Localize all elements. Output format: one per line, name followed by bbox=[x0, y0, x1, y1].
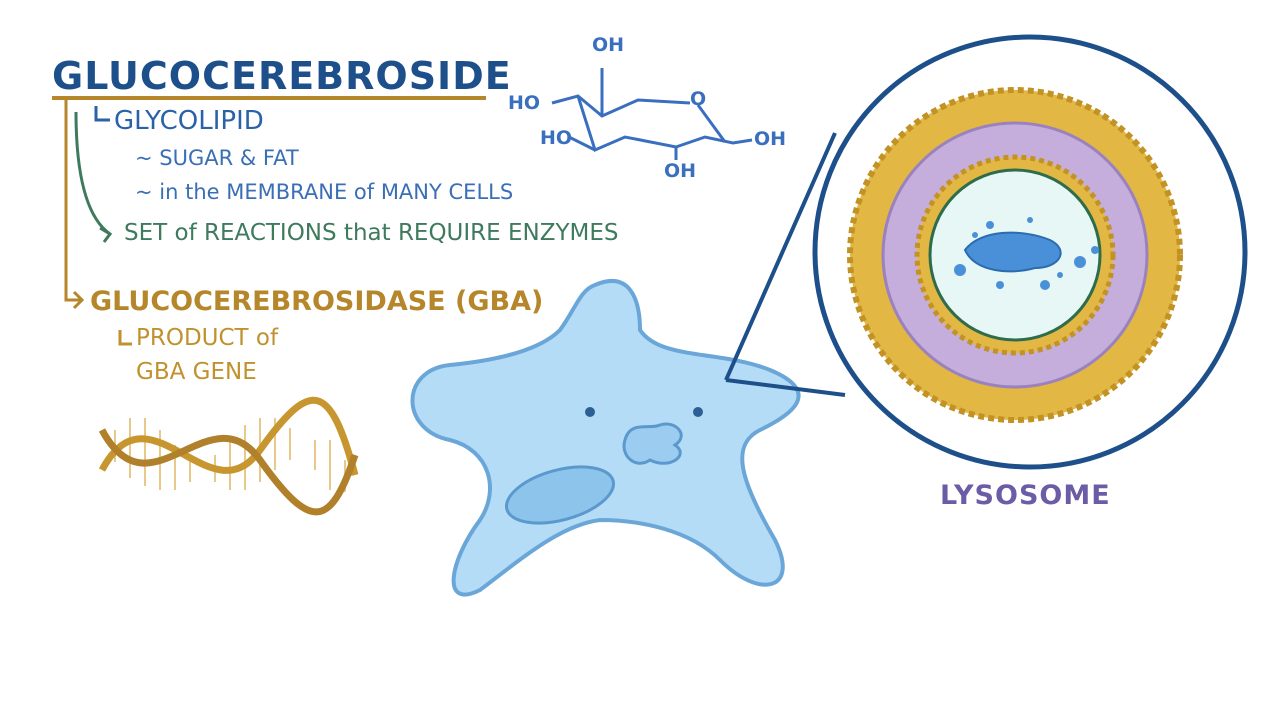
zoom-line-bottom bbox=[725, 378, 846, 397]
mol-ho-left-upper: HO bbox=[508, 92, 541, 114]
enzyme-detail: PRODUCT of bbox=[136, 325, 279, 351]
mol-oh-top: OH bbox=[592, 34, 625, 56]
mol-oh-bottom: OH bbox=[664, 160, 697, 182]
enzyme-heading: GLUCOCEREBROSIDASE (GBA) bbox=[90, 286, 544, 317]
green-arrow bbox=[74, 111, 113, 243]
dna-helix-icon bbox=[98, 396, 359, 516]
glycolipid-point: ~ in the MEMBRANE of MANY CELLS bbox=[135, 180, 514, 204]
glucose-molecule bbox=[551, 68, 753, 160]
reactions-note: SET of REACTIONS that REQUIRE ENZYMES bbox=[124, 220, 619, 246]
glycolipid-bracket bbox=[94, 106, 110, 122]
zoom-line-top bbox=[724, 132, 837, 381]
lysosome-magnified bbox=[812, 34, 1248, 470]
page-title: GLUCOCEREBROSIDE bbox=[52, 54, 512, 98]
macrophage-cell bbox=[410, 279, 801, 597]
glycolipid-heading: GLYCOLIPID bbox=[114, 106, 264, 136]
product-bracket bbox=[118, 330, 132, 346]
mol-oh-right: OH bbox=[754, 128, 787, 150]
mol-ring-o: O bbox=[690, 88, 707, 110]
glycolipid-point: ~ SUGAR & FAT bbox=[135, 146, 299, 170]
enzyme-detail: GBA GENE bbox=[136, 359, 257, 385]
mol-ho-left-lower: HO bbox=[540, 127, 573, 149]
lysosome-label: LYSOSOME bbox=[940, 480, 1111, 511]
gold-arrow bbox=[64, 100, 85, 310]
